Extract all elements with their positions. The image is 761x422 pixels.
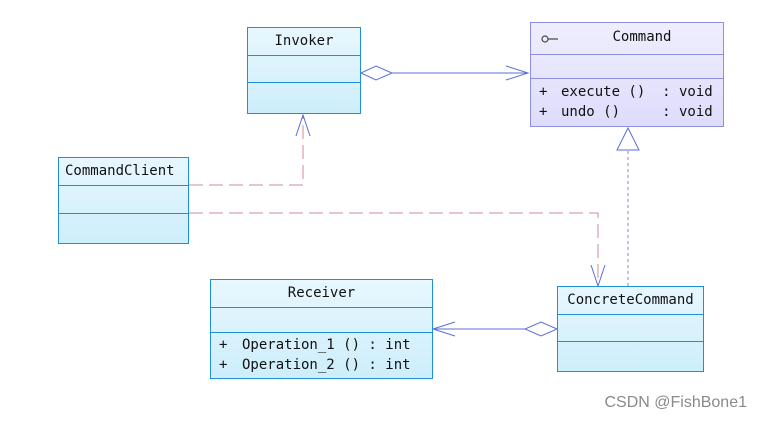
operations-compartment [59, 213, 188, 243]
class-command-client[interactable]: CommandClient [58, 157, 189, 244]
dependency-client-invoker [189, 113, 311, 186]
visibility-public: + [539, 104, 548, 120]
class-name: CommandClient [65, 163, 175, 179]
class-name: Invoker [274, 33, 334, 49]
class-name: Receiver [287, 285, 356, 301]
attributes-compartment [211, 307, 432, 332]
realization-concretecommand-command [616, 126, 640, 286]
operations-compartment [558, 341, 703, 371]
operations-compartment: + execute () : void + undo () : void [531, 78, 723, 126]
operations-compartment [248, 82, 360, 113]
visibility-public: + [539, 84, 548, 100]
attributes-compartment [531, 54, 723, 78]
attributes-compartment [248, 55, 360, 82]
operation-1: Operation_1 () : int [242, 337, 411, 353]
class-receiver[interactable]: Receiver + Operation_1 () : int + Operat… [210, 279, 433, 379]
attributes-compartment [558, 314, 703, 341]
class-name: Command [612, 29, 672, 45]
class-invoker[interactable]: Invoker [247, 27, 361, 114]
operation-2: Operation_2 () : int [242, 357, 411, 373]
class-concrete-command[interactable]: ConcreteCommand [557, 286, 704, 372]
operation-undo: undo () : void [561, 104, 713, 120]
dependency-client-concretecommand [189, 212, 606, 288]
visibility-public: + [219, 357, 228, 373]
class-name: ConcreteCommand [567, 292, 694, 308]
interface-lollipop-icon [541, 35, 558, 43]
attributes-compartment [59, 185, 188, 213]
aggregation-invoker-command [359, 65, 530, 81]
operation-execute: execute () : void [561, 84, 713, 100]
visibility-public: + [219, 337, 228, 353]
interface-command[interactable]: Command + execute () : void + undo () : … [530, 22, 724, 127]
watermark-text: CSDN @FishBone1 [604, 394, 747, 411]
aggregation-concretecommand-receiver [431, 321, 559, 337]
operations-compartment: + Operation_1 () : int + Operation_2 () … [211, 332, 432, 378]
